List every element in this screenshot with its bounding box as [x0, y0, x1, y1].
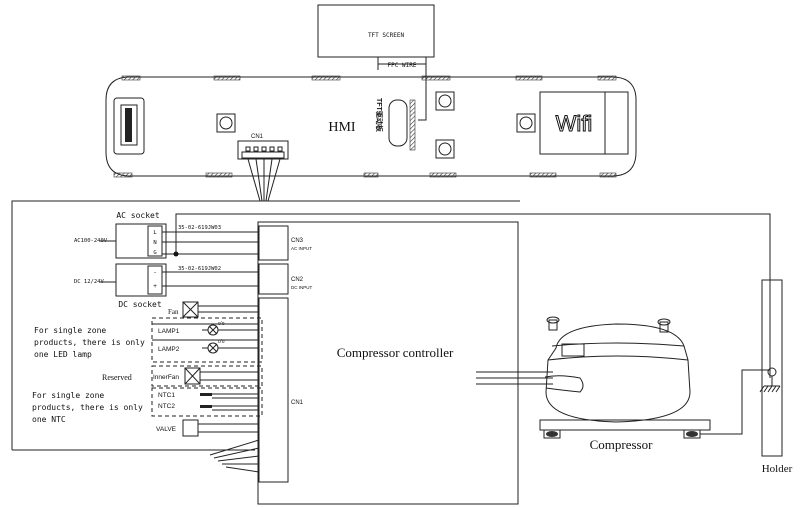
ac-wire-label: 35-02-619JW03	[178, 225, 221, 231]
ntc1-label: NTC1	[158, 392, 175, 399]
cn1-connector	[258, 297, 289, 483]
cn1-label: CN1	[291, 400, 304, 406]
valve-label: VALVE	[156, 426, 177, 433]
ntc-sensor-icon	[200, 393, 212, 408]
ac-pin-l: L	[153, 230, 157, 236]
reserved-group	[151, 365, 263, 387]
usb-port-icon	[113, 97, 145, 155]
lamp2-label: LAMP2	[158, 346, 180, 353]
cn3-connector	[258, 225, 289, 261]
ntc-group	[151, 387, 263, 417]
compressor-controller-box	[257, 221, 519, 505]
fan-icon	[182, 301, 199, 318]
hmi-cable-fanout	[209, 439, 260, 473]
ntc-note-line2: products, there is only	[32, 403, 143, 412]
fpc-wire: FPC WIRE	[377, 57, 427, 121]
tft-driver-label: TFT驱动板	[375, 98, 384, 133]
reserved-label: Reserved	[102, 373, 132, 382]
dc-socket-label: DC socket	[118, 300, 162, 309]
outer-frame	[11, 200, 520, 450]
cn2-connector	[258, 263, 289, 295]
valve-icon	[182, 419, 199, 437]
lamp-note-line1: For single zone	[34, 326, 106, 335]
inner-fan-icon	[184, 367, 201, 385]
lamp-note-line2: products, there is only	[34, 338, 145, 347]
lamp1-label: LAMP1	[158, 328, 180, 335]
ac-socket-label: AC socket	[116, 211, 160, 220]
dc-pin-minus: -	[153, 269, 157, 276]
ac-pin-g: G	[153, 250, 156, 256]
ac-voltage-label: AC100-240V	[74, 238, 108, 244]
tft-screen-label: TFT SCREEN	[368, 32, 405, 39]
inner-fan-label: InnerFan	[153, 374, 179, 381]
tft-screen: TFT SCREEN	[317, 4, 435, 58]
cn3-sub-label: AC INPUT	[291, 246, 312, 251]
wifi-label: Wifi	[556, 111, 593, 136]
wifi-module: Wifi	[539, 91, 629, 155]
fan-label: Fan	[168, 308, 179, 316]
ac-socket: L N G	[115, 223, 167, 259]
compressor-label: Compressor	[590, 437, 654, 452]
compressor-wires	[476, 371, 553, 385]
lamp-note-line3: one LED lamp	[34, 350, 92, 359]
screw-hole-icon	[435, 139, 455, 159]
screw-hole-icon	[516, 113, 536, 133]
cn3-label: CN3	[291, 238, 304, 244]
holder-label: Holder	[762, 463, 793, 475]
hmi-label: HMI	[328, 120, 356, 135]
ac-pin-n: N	[153, 240, 156, 246]
cn2-sub-label: DC INPUT	[291, 285, 313, 290]
dc-pin-plus: +	[153, 283, 157, 290]
dc-wire-label: 35-02-619JW02	[178, 266, 221, 272]
lamp-icon	[207, 324, 219, 336]
cn2-label: CN2	[291, 277, 304, 283]
hmi-cn1-connector: CN1	[237, 134, 289, 202]
hmi-cn1-label: CN1	[251, 134, 264, 140]
dc-voltage-label: DC 12/24V	[74, 279, 104, 285]
compressor-icon	[539, 316, 711, 439]
ground-icon	[759, 367, 781, 393]
ntc2-label: NTC2	[158, 403, 175, 410]
controller-title: Compressor controller	[337, 345, 454, 360]
hmi-board	[105, 75, 637, 178]
screw-hole-icon	[435, 91, 455, 111]
holder-box	[761, 279, 783, 457]
lamp-icon	[207, 342, 219, 354]
ntc-note-line1: For single zone	[32, 391, 104, 400]
fpc-wire-label: FPC WIRE	[388, 62, 417, 69]
ntc-note-line3: one NTC	[32, 415, 66, 424]
screw-hole-icon	[216, 113, 236, 133]
dc-socket: - +	[115, 263, 167, 297]
lamp2-switch: o′o	[218, 339, 225, 345]
